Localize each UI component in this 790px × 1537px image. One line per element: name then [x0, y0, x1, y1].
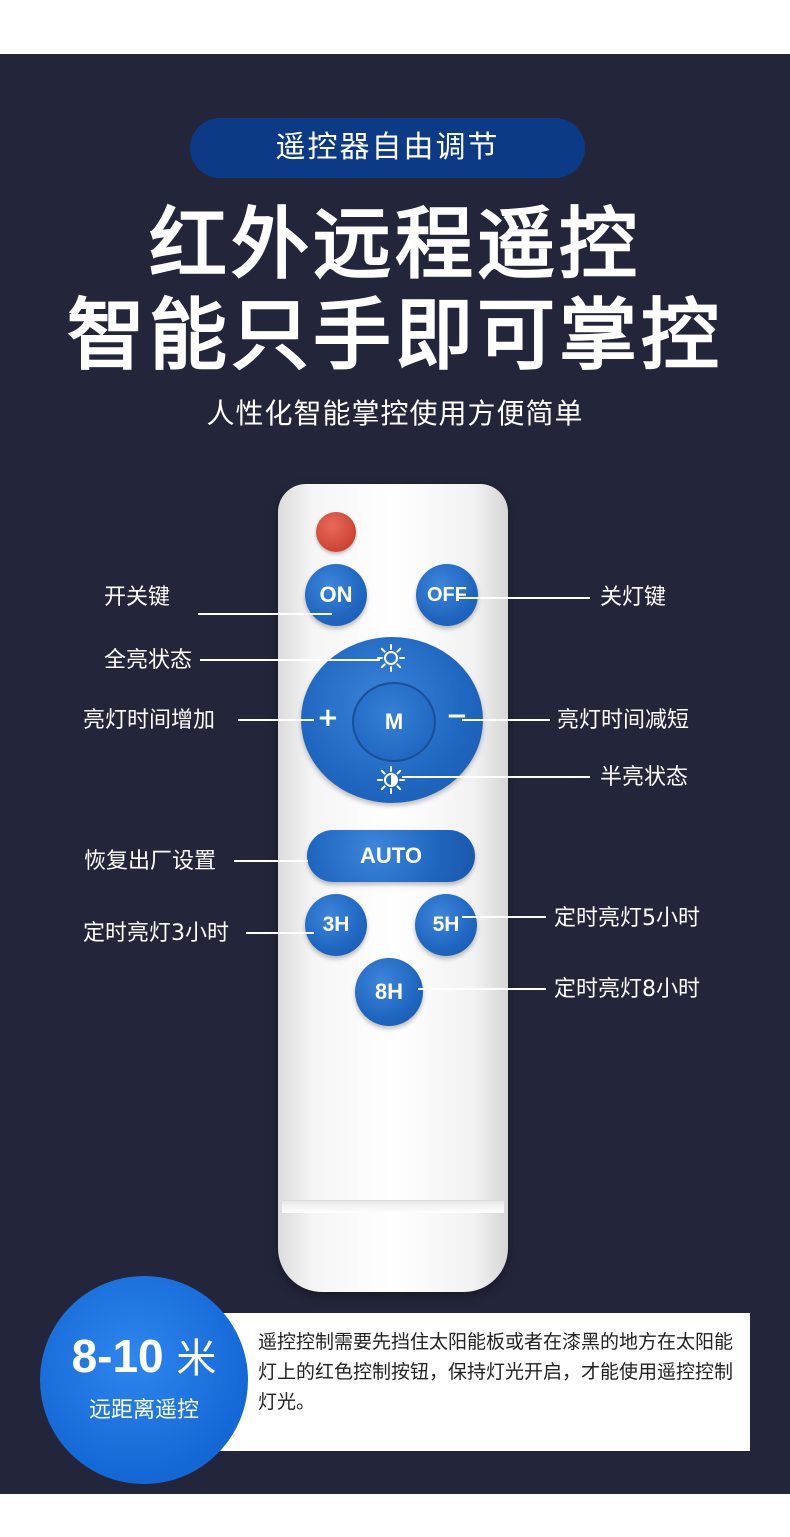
plus-button[interactable]: + — [317, 703, 339, 733]
usage-note: 遥控控制需要先挡住太阳能板或者在漆黑的地方在太阳能灯上的红色控制按钮，保持灯光开… — [258, 1331, 734, 1413]
on-button[interactable]: ON — [305, 564, 367, 626]
sun-full-icon[interactable] — [376, 643, 406, 673]
callout-line-increase — [238, 719, 314, 721]
callout-timer-8h: 定时亮灯8小时 — [554, 977, 700, 1002]
badge-distance-value: 8-10 — [71, 1330, 164, 1382]
timer-8h-button[interactable]: 8H — [355, 958, 423, 1026]
callout-line-decrease — [462, 719, 550, 721]
callout-timer-3h: 定时亮灯3小时 — [83, 921, 229, 946]
auto-button[interactable]: AUTO — [307, 830, 475, 882]
callout-line-power — [198, 613, 332, 615]
headline-line-1: 红外远程遥控 — [148, 200, 641, 290]
off-button[interactable]: OFF — [416, 564, 478, 626]
callout-line-full — [200, 659, 380, 661]
badge-distance: 8-10 米 — [40, 1328, 248, 1387]
callout-off-key: 关灯键 — [600, 585, 667, 610]
range-badge: 8-10 米 远距离遥控 — [40, 1276, 248, 1484]
mode-button[interactable]: M — [352, 682, 436, 762]
headline-line-2: 智能只手即可掌控 — [66, 291, 723, 381]
subheadline: 人性化智能掌控使用方便简单 — [206, 397, 584, 430]
callout-line-off — [456, 597, 590, 599]
badge-caption: 远距离遥控 — [88, 1398, 199, 1423]
callout-half-brightness: 半亮状态 — [600, 765, 689, 790]
callout-increase-time: 亮灯时间增加 — [83, 708, 216, 733]
callout-line-reset — [234, 860, 308, 862]
callout-full-brightness: 全亮状态 — [104, 648, 193, 673]
info-card — [218, 1313, 750, 1451]
callout-line-8h — [418, 988, 546, 990]
callout-power-key: 开关键 — [104, 585, 171, 610]
minus-button[interactable]: − — [446, 701, 468, 731]
timer-3h-button[interactable]: 3H — [305, 894, 367, 956]
callout-line-5h — [462, 916, 546, 918]
power-dot-icon[interactable] — [316, 512, 356, 552]
callout-timer-5h: 定时亮灯5小时 — [554, 906, 700, 931]
sun-half-icon[interactable] — [376, 765, 406, 795]
callout-line-half — [402, 776, 590, 778]
callout-factory-reset: 恢复出厂设置 — [84, 849, 217, 874]
callout-line-3h — [246, 932, 314, 934]
callout-decrease-time: 亮灯时间减短 — [557, 708, 690, 733]
remote-bottom-band — [282, 1200, 504, 1213]
badge-distance-unit: 米 — [176, 1336, 217, 1382]
timer-5h-button[interactable]: 5H — [415, 894, 477, 956]
section-tag: 遥控器自由调节 — [190, 118, 585, 178]
